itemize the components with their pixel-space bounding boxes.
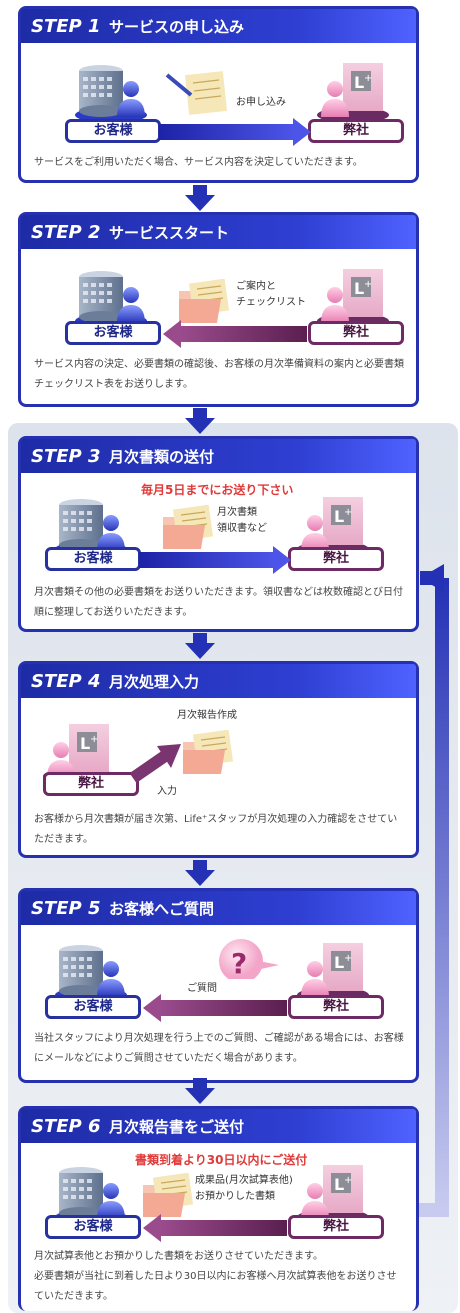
step-4: STEP 4 月次処理入力 月次報告作成 弊社 入力 お客様から月次書類が届き次第… bbox=[18, 661, 419, 858]
arrow-left bbox=[143, 994, 287, 1022]
step-number: STEP 1 bbox=[31, 15, 101, 37]
step-description: サービスをご利用いただく場合、サービス内容を決定していただきます。 bbox=[34, 157, 363, 168]
step-1: STEP 1 サービスの申し込み お申し込み お客様 弊社 サービスをご利用いただ… bbox=[18, 6, 419, 183]
step-description-1: 月次試算表他とお預かりした書類をお送りさせていただきます。 bbox=[34, 1251, 323, 1262]
step-number: STEP 6 bbox=[31, 1115, 101, 1137]
flow-note: 成果品(月次試算表他) bbox=[195, 1175, 293, 1186]
flow-note: お申し込み bbox=[236, 97, 286, 108]
down-arrow bbox=[185, 633, 215, 659]
application-form-icon bbox=[165, 71, 227, 115]
step-number: STEP 4 bbox=[31, 670, 101, 692]
step-description: サービス内容の決定、必要書類の確認後、お客様の月次準備資料の案内と必要書類チェッ… bbox=[34, 359, 404, 390]
step-title: 月次報告書をご送付 bbox=[109, 1117, 245, 1136]
flow-note: ご質問 bbox=[187, 983, 217, 994]
flow-note: 月次報告作成 bbox=[177, 710, 237, 721]
question-bubble-icon: ? bbox=[219, 939, 279, 979]
customer-label: お客様 bbox=[45, 1215, 141, 1239]
flow-note: 領収書など bbox=[217, 523, 267, 534]
step-number: STEP 5 bbox=[31, 897, 101, 919]
company-label: 弊社 bbox=[308, 321, 404, 345]
customer-label: お客様 bbox=[45, 547, 141, 571]
company-building-icon bbox=[293, 939, 373, 1003]
flow-note: 月次書類 bbox=[217, 507, 257, 518]
flow-note: お預かりした書類 bbox=[195, 1191, 275, 1202]
down-arrow bbox=[185, 1078, 215, 1104]
loop-arrow bbox=[419, 564, 449, 1217]
customer-label: お客様 bbox=[65, 321, 161, 345]
down-arrow bbox=[185, 860, 215, 886]
customer-building-icon bbox=[51, 939, 131, 1003]
down-arrow bbox=[185, 185, 215, 211]
flow-note: ご案内と bbox=[236, 281, 276, 292]
step-title: 月次処理入力 bbox=[109, 672, 200, 691]
svg-text:?: ? bbox=[231, 947, 247, 979]
step-6: STEP 6 月次報告書をご送付 書類到着より30日以内にご送付 成果品(月次試算… bbox=[18, 1106, 419, 1311]
customer-building-icon bbox=[71, 265, 151, 329]
down-arrow bbox=[185, 408, 215, 434]
company-label: 弊社 bbox=[308, 119, 404, 143]
customer-building-icon bbox=[71, 59, 151, 123]
step-description: 月次書類その他の必要書類をお送りいただきます。領収書などは枚数確認とび日付順に整… bbox=[34, 587, 403, 618]
arrow-left bbox=[163, 320, 307, 348]
deadline-note: 毎月5日までにお送り下さい bbox=[141, 483, 294, 497]
step-description: お客様から月次書類が届き次第、Life⁺スタッフが月次処理の入力確認をさせていた… bbox=[34, 814, 398, 845]
arrow-right bbox=[139, 546, 291, 574]
customer-label: お客様 bbox=[65, 119, 161, 143]
step-title: お客様へご質問 bbox=[109, 899, 215, 918]
step-title: 月次書類の送付 bbox=[109, 447, 215, 466]
step-number: STEP 3 bbox=[31, 445, 101, 467]
folder-icon bbox=[141, 1173, 195, 1219]
step-title: サービススタート bbox=[109, 223, 230, 242]
company-label: 弊社 bbox=[288, 995, 384, 1019]
deadline-note: 書類到着より30日以内にご送付 bbox=[135, 1153, 308, 1167]
company-label: 弊社 bbox=[288, 1215, 384, 1239]
arrow-left bbox=[143, 1214, 287, 1242]
company-building-icon bbox=[313, 59, 393, 123]
diagonal-arrow bbox=[131, 744, 181, 783]
customer-label: お客様 bbox=[45, 995, 141, 1019]
folder-icon bbox=[181, 730, 235, 776]
company-label: 弊社 bbox=[288, 547, 384, 571]
company-building-icon bbox=[313, 265, 393, 329]
step-5: STEP 5 お客様へご質問 ? ご質問 お客様 弊社 当社スタッフにより月次処理… bbox=[18, 888, 419, 1083]
step-number: STEP 2 bbox=[31, 221, 101, 243]
step-2: STEP 2 サービススタート ご案内と チェックリスト お客様 弊社 サービス内… bbox=[18, 212, 419, 407]
step-description: 当社スタッフにより月次処理を行う上でのご質問、ご確認がある場合には、お客様にメー… bbox=[34, 1033, 404, 1064]
flow-note: 入力 bbox=[157, 786, 177, 797]
company-label: 弊社 bbox=[43, 772, 139, 796]
folder-icon bbox=[161, 505, 215, 551]
step-description-2: 必要書類が当社に到着した日より30日以内にお客様へ月次試算表他をお送りさせていた… bbox=[34, 1271, 397, 1302]
folder-icon bbox=[177, 279, 231, 325]
arrow-right bbox=[159, 118, 311, 146]
step-title: サービスの申し込み bbox=[109, 17, 245, 36]
step-3: STEP 3 月次書類の送付 毎月5日までにお送り下さい 月次書類 領収書など お… bbox=[18, 436, 419, 632]
flow-note: チェックリスト bbox=[236, 297, 306, 308]
